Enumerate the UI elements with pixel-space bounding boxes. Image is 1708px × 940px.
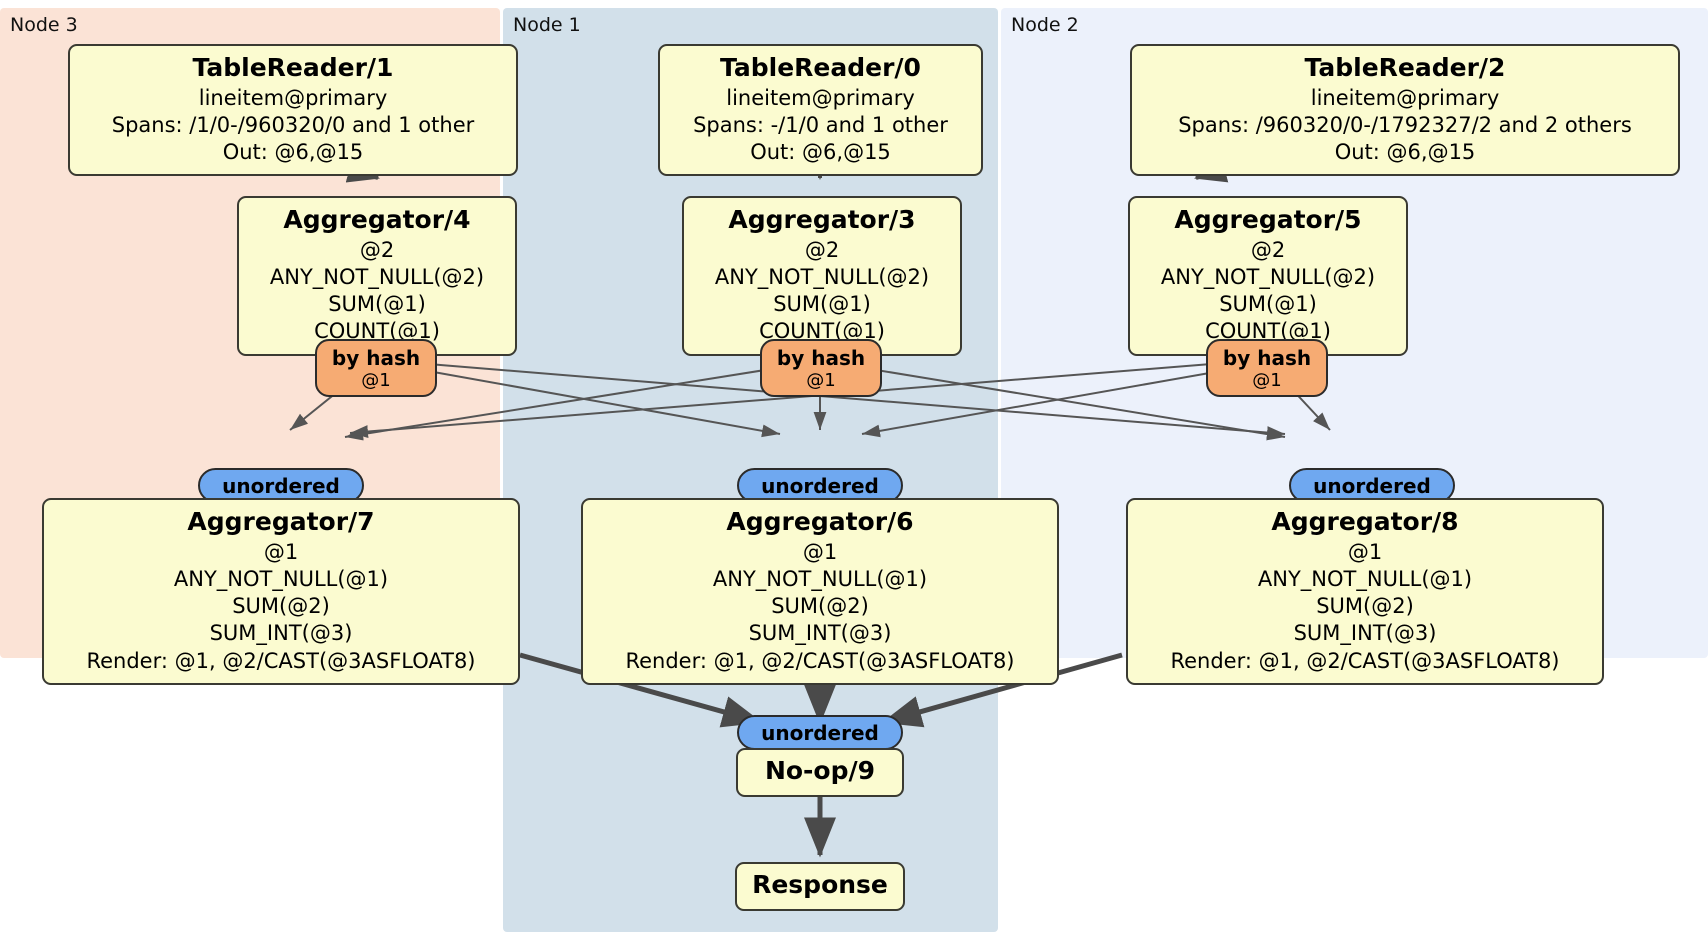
processor-aggregator-3[interactable]: Aggregator/3 @2 ANY_NOT_NULL(@2) SUM(@1)… [682,196,962,356]
processor-title: TableReader/1 [192,53,394,82]
router-sublabel: @1 [806,370,836,391]
synchronizer-label: unordered [222,473,340,498]
processor-detail-line: ANY_NOT_NULL(@1) [1257,566,1473,591]
processor-detail-line: Render: @1, @2/CAST(@3ASFLOAT8) [86,648,476,673]
node-panel-label-node1: Node 1 [513,14,581,36]
processor-title: Response [752,870,888,899]
router-by-hash-node3[interactable]: by hash @1 [315,339,437,397]
synchronizer-label: unordered [761,720,879,745]
router-sublabel: @1 [361,370,391,391]
processor-detail-line: @1 [802,539,838,564]
processor-detail-line: lineitem@primary [726,85,915,110]
router-sublabel: @1 [1252,370,1282,391]
processor-detail-line: @1 [263,539,299,564]
synchronizer-unordered-node3[interactable]: unordered [198,468,364,503]
processor-title: TableReader/0 [720,53,921,82]
processor-detail-line: ANY_NOT_NULL(@2) [714,264,930,289]
router-by-hash-node2[interactable]: by hash @1 [1206,339,1328,397]
synchronizer-label: unordered [1313,473,1431,498]
processor-detail-line: SUM(@1) [773,292,871,317]
processor-detail-line: Spans: /960320/0-/1792327/2 and 2 others [1178,112,1632,137]
synchronizer-unordered-node2[interactable]: unordered [1289,468,1455,503]
processor-detail-line: lineitem@primary [198,85,388,110]
node-panel-label-node3: Node 3 [10,14,78,36]
processor-detail-line: Out: @6,@15 [750,140,891,165]
processor-table-reader-1[interactable]: TableReader/1 lineitem@primary Spans: /1… [68,44,518,177]
router-label: by hash [331,346,421,370]
synchronizer-unordered-node1[interactable]: unordered [737,468,903,503]
processor-table-reader-0[interactable]: TableReader/0 lineitem@primary Spans: -/… [658,44,983,177]
processor-detail-line: SUM(@2) [771,594,869,619]
processor-noop-9[interactable]: No-op/9 [736,748,904,797]
processor-detail-line: Out: @6,@15 [1334,140,1476,165]
synchronizer-label: unordered [761,473,879,498]
processor-detail-line: SUM(@1) [1219,292,1317,317]
processor-aggregator-6[interactable]: Aggregator/6 @1 ANY_NOT_NULL(@1) SUM(@2)… [581,498,1059,685]
processor-detail-line: lineitem@primary [1310,85,1500,110]
processor-title: Aggregator/6 [726,507,914,536]
processor-title: Aggregator/5 [1174,205,1362,234]
processor-title: Aggregator/8 [1271,507,1459,536]
processor-detail-line: SUM(@2) [1316,594,1414,619]
processor-detail-line: SUM(@2) [232,594,330,619]
router-label: by hash [776,346,866,370]
processor-detail-line: SUM_INT(@3) [1293,621,1437,646]
processor-title: Aggregator/7 [187,507,375,536]
processor-aggregator-5[interactable]: Aggregator/5 @2 ANY_NOT_NULL(@2) SUM(@1)… [1128,196,1408,356]
processor-detail-line: ANY_NOT_NULL(@1) [173,566,389,591]
processor-detail-line: @1 [1347,539,1383,564]
processor-aggregator-4[interactable]: Aggregator/4 @2 ANY_NOT_NULL(@2) SUM(@1)… [237,196,517,356]
processor-detail-line: ANY_NOT_NULL(@2) [1160,264,1376,289]
processor-detail-line: Out: @6,@15 [222,140,364,165]
processor-detail-line: @2 [359,237,395,262]
router-by-hash-node1[interactable]: by hash @1 [760,339,882,397]
processor-detail-line: Spans: /1/0-/960320/0 and 1 other [111,112,475,137]
processor-title: Aggregator/3 [728,205,916,234]
processor-detail-line: SUM_INT(@3) [209,621,353,646]
processor-detail-line: Render: @1, @2/CAST(@3ASFLOAT8) [1170,648,1560,673]
router-label: by hash [1222,346,1312,370]
processor-title: Aggregator/4 [283,205,471,234]
processor-title: TableReader/2 [1304,53,1506,82]
node-panel-label-node2: Node 2 [1011,14,1079,36]
processor-title: No-op/9 [764,756,876,785]
processor-detail-line: ANY_NOT_NULL(@2) [269,264,485,289]
processor-aggregator-8[interactable]: Aggregator/8 @1 ANY_NOT_NULL(@1) SUM(@2)… [1126,498,1604,685]
processor-detail-line: Render: @1, @2/CAST(@3ASFLOAT8) [625,648,1015,673]
processor-table-reader-2[interactable]: TableReader/2 lineitem@primary Spans: /9… [1130,44,1680,177]
processor-detail-line: Spans: -/1/0 and 1 other [693,112,948,137]
processor-detail-line: @2 [1250,237,1286,262]
processor-aggregator-7[interactable]: Aggregator/7 @1 ANY_NOT_NULL(@1) SUM(@2)… [42,498,520,685]
processor-response[interactable]: Response [735,862,905,911]
processor-detail-line: SUM(@1) [328,292,426,317]
processor-detail-line: @2 [804,237,840,262]
synchronizer-unordered-final[interactable]: unordered [737,715,903,750]
processor-detail-line: ANY_NOT_NULL(@1) [712,566,928,591]
processor-detail-line: SUM_INT(@3) [748,621,892,646]
